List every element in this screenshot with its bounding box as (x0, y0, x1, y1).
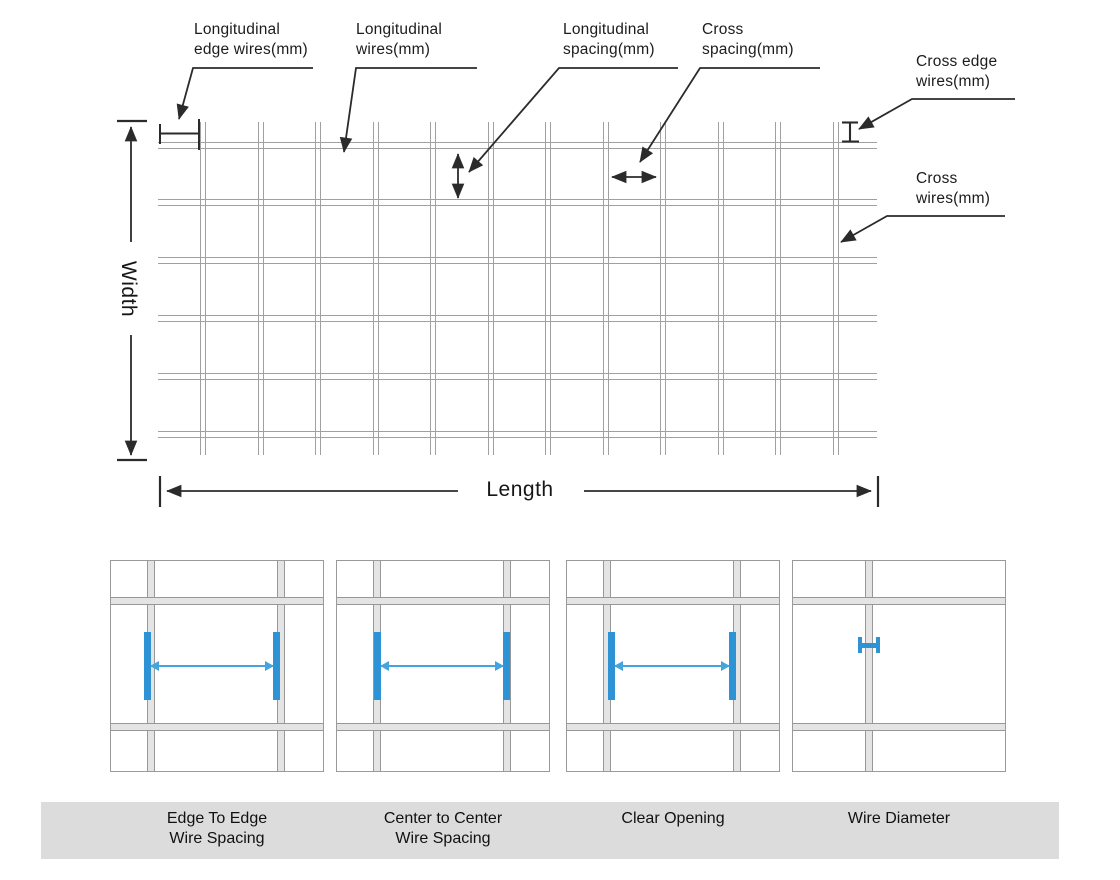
width-dimension-label: Width (117, 260, 140, 318)
panel-edge-to-edge (110, 560, 324, 772)
cross-wire (158, 257, 877, 265)
callout-text: Cross (702, 21, 744, 38)
caption-center-to-center: Center to Center Wire Spacing (384, 809, 502, 849)
panel-cross-wire (337, 722, 549, 731)
cross-wire (158, 199, 877, 207)
longitudinal-wire (775, 122, 781, 455)
longitudinal-wire (545, 122, 551, 455)
measure-bar (503, 632, 511, 700)
callout-label-longitudinal-wires: Longitudinal wires(mm) (356, 20, 442, 60)
callout-label-cross-wires: Cross wires(mm) (916, 169, 990, 209)
callout-text: Cross (916, 170, 958, 187)
longitudinal-wire (487, 122, 494, 455)
panel-cross-wire (793, 722, 1005, 731)
callout-text: wires(mm) (916, 190, 991, 207)
longitudinal-wire (430, 122, 436, 455)
measure-bar (273, 632, 281, 700)
diameter-marker-bar (876, 637, 881, 653)
cross-wire (158, 372, 877, 380)
caption-strip (41, 802, 1059, 859)
caption-line: Wire Diameter (847, 810, 951, 827)
callout-text: Longitudinal (194, 21, 281, 38)
callout-text: wires(mm) (916, 73, 991, 90)
callout-text: wires(mm) (356, 41, 431, 58)
callout-text: Longitudinal (356, 21, 443, 38)
panel-cross-wire (567, 722, 779, 731)
callout-text: Longitudinal (563, 21, 650, 38)
cross-wire (158, 314, 877, 322)
longitudinal-wire (200, 122, 206, 455)
measure-arrow (149, 661, 275, 671)
longitudinal-wire (315, 122, 321, 455)
panel-cross-wire (111, 596, 323, 605)
panel-cross-wire (567, 596, 779, 605)
callout-text: spacing(mm) (702, 41, 794, 58)
panel-cross-wire (111, 722, 323, 731)
longitudinal-wire (372, 122, 379, 455)
longitudinal-wire (257, 122, 264, 455)
measure-bar (143, 632, 151, 700)
panel-center-to-center (336, 560, 550, 772)
caption-line: Wire Spacing (169, 830, 265, 847)
measure-bar (373, 632, 381, 700)
panel-cross-wire (793, 596, 1005, 605)
panel-cross-wire (337, 596, 549, 605)
measure-arrow (613, 661, 731, 671)
diameter-marker-link (860, 642, 879, 648)
callout-text: spacing(mm) (563, 41, 655, 58)
caption-line: Wire Spacing (395, 830, 491, 847)
callout-label-cross-spacing: Cross spacing(mm) (702, 20, 794, 60)
panel-longitudinal-wire (865, 561, 874, 771)
caption-line: Clear Opening (621, 810, 725, 827)
cross-wire (158, 430, 877, 438)
longitudinal-wire (832, 122, 839, 455)
callout-label-cross-edge-wires: Cross edge wires(mm) (916, 52, 997, 92)
measure-arrow (379, 661, 505, 671)
panel-wire-diameter (792, 560, 1006, 772)
measure-bar (607, 632, 615, 700)
longitudinal-wire (717, 122, 724, 455)
callout-text: Cross edge (916, 53, 998, 70)
mesh-grid (158, 122, 877, 455)
caption-line: Center to Center (383, 810, 503, 827)
cross-wire (158, 141, 877, 149)
caption-clear-opening: Clear Opening (621, 809, 724, 829)
measure-bar (729, 632, 737, 700)
longitudinal-wire (602, 122, 609, 455)
caption-wire-diameter: Wire Diameter (848, 809, 950, 829)
caption-edge-to-edge: Edge To Edge Wire Spacing (167, 809, 267, 849)
caption-line: Edge To Edge (166, 810, 268, 827)
longitudinal-wire (660, 122, 666, 455)
panel-clear-opening (566, 560, 780, 772)
callout-label-longitudinal-edge-wires: Longitudinal edge wires(mm) (194, 20, 308, 60)
callout-label-longitudinal-spacing: Longitudinal spacing(mm) (563, 20, 655, 60)
length-dimension-label: Length (486, 478, 554, 501)
callout-text: edge wires(mm) (194, 41, 308, 58)
